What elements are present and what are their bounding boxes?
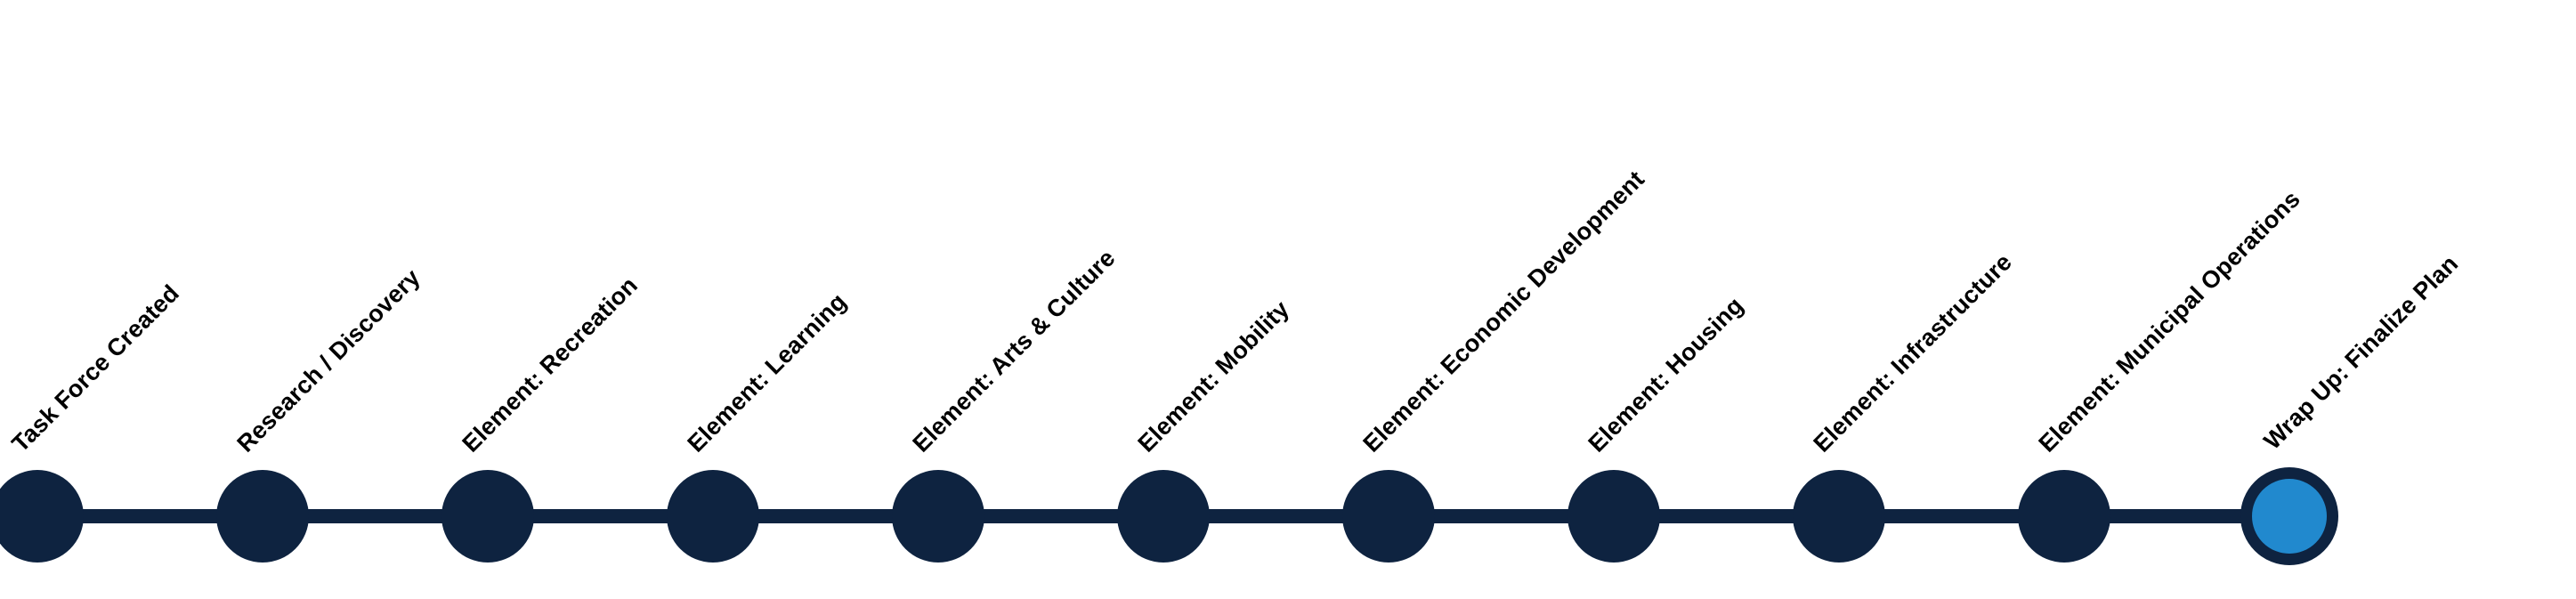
timeline-connector-segment (1389, 509, 1614, 523)
timeline-node-completed[interactable] (1342, 470, 1435, 563)
timeline-node-completed[interactable] (1117, 470, 1210, 563)
timeline-connector-segment (37, 509, 263, 523)
timeline-connector-segment (938, 509, 1163, 523)
timeline-connector-segment (1163, 509, 1389, 523)
timeline-node-completed[interactable] (441, 470, 534, 563)
timeline-node-current[interactable] (2240, 467, 2338, 565)
timeline-connector-segment (713, 509, 938, 523)
timeline-node-completed[interactable] (1567, 470, 1660, 563)
timeline-node-completed[interactable] (2018, 470, 2110, 563)
timeline-connector-segment (488, 509, 713, 523)
timeline-connector-segment (1614, 509, 1839, 523)
timeline-node-completed[interactable] (667, 470, 759, 563)
timeline-node-completed[interactable] (0, 470, 84, 563)
timeline-connector-segment (263, 509, 488, 523)
timeline-connector-segment (2064, 509, 2289, 523)
timeline-connector-segment (1839, 509, 2064, 523)
timeline-node-completed[interactable] (892, 470, 984, 563)
timeline-node-completed[interactable] (1793, 470, 1885, 563)
timeline-node-completed[interactable] (216, 470, 309, 563)
